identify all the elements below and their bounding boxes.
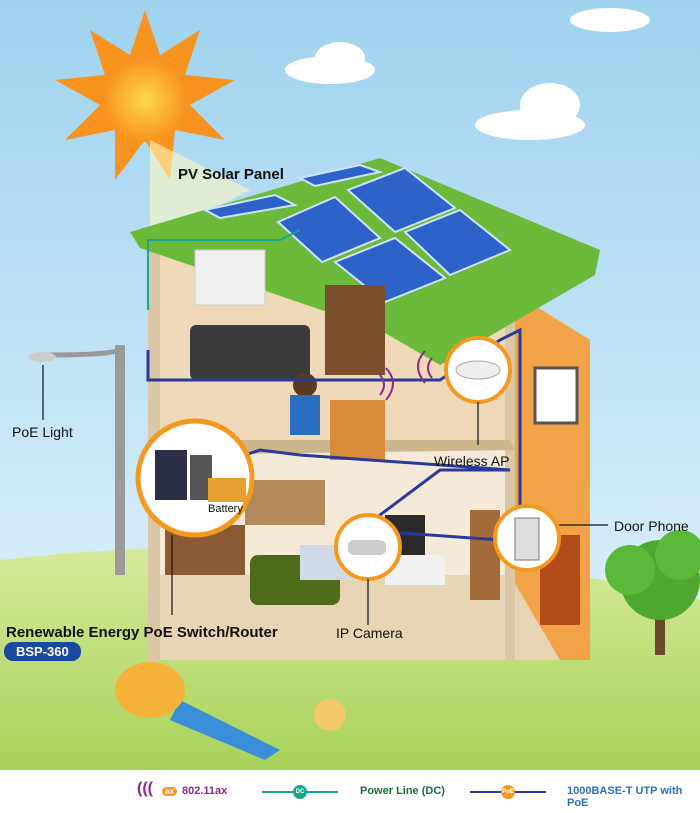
legend-poe-label: 1000BASE-T UTP with PoE [567,785,683,809]
desk [330,400,385,460]
poe-light-pole [115,345,125,575]
power-line-dc [147,229,301,310]
model-badge: BSP-360 [4,642,81,661]
legend-wifi-label: 802.11ax [182,785,228,797]
legend-power-label: Power Line (DC) [360,785,445,797]
battery-icon [208,478,246,502]
door-phone-label: Door Phone [614,518,689,534]
window [533,366,579,425]
solar-panels [202,163,512,304]
cloud-icon [285,8,650,140]
ip-camera-label: IP Camera [336,625,403,641]
wifi-signal-icon [379,350,433,401]
legend: ((( ax 802.11ax DC Power Line (DC) PoE 1… [0,770,700,813]
sun-icon [55,10,250,230]
smart-home-illustration [0,0,700,770]
wifi-signal-icon: ((( [137,780,153,797]
bed [190,325,310,380]
wireless-ap-label: Wireless AP [434,453,510,469]
legend-dc-tag: DC [293,785,307,799]
switch-router-label: Renewable Energy PoE Switch/Router [6,624,278,641]
slide-toy [115,662,346,760]
legend-poe-tag: PoE [501,785,515,799]
poe-light-icon [28,352,56,362]
poe-light-label: PoE Light [12,424,73,440]
battery-label: Battery [208,503,243,515]
legend-ax-tag: ax [162,787,177,796]
tree-icon [605,530,700,655]
pv-solar-panel-label: PV Solar Panel [178,166,284,183]
